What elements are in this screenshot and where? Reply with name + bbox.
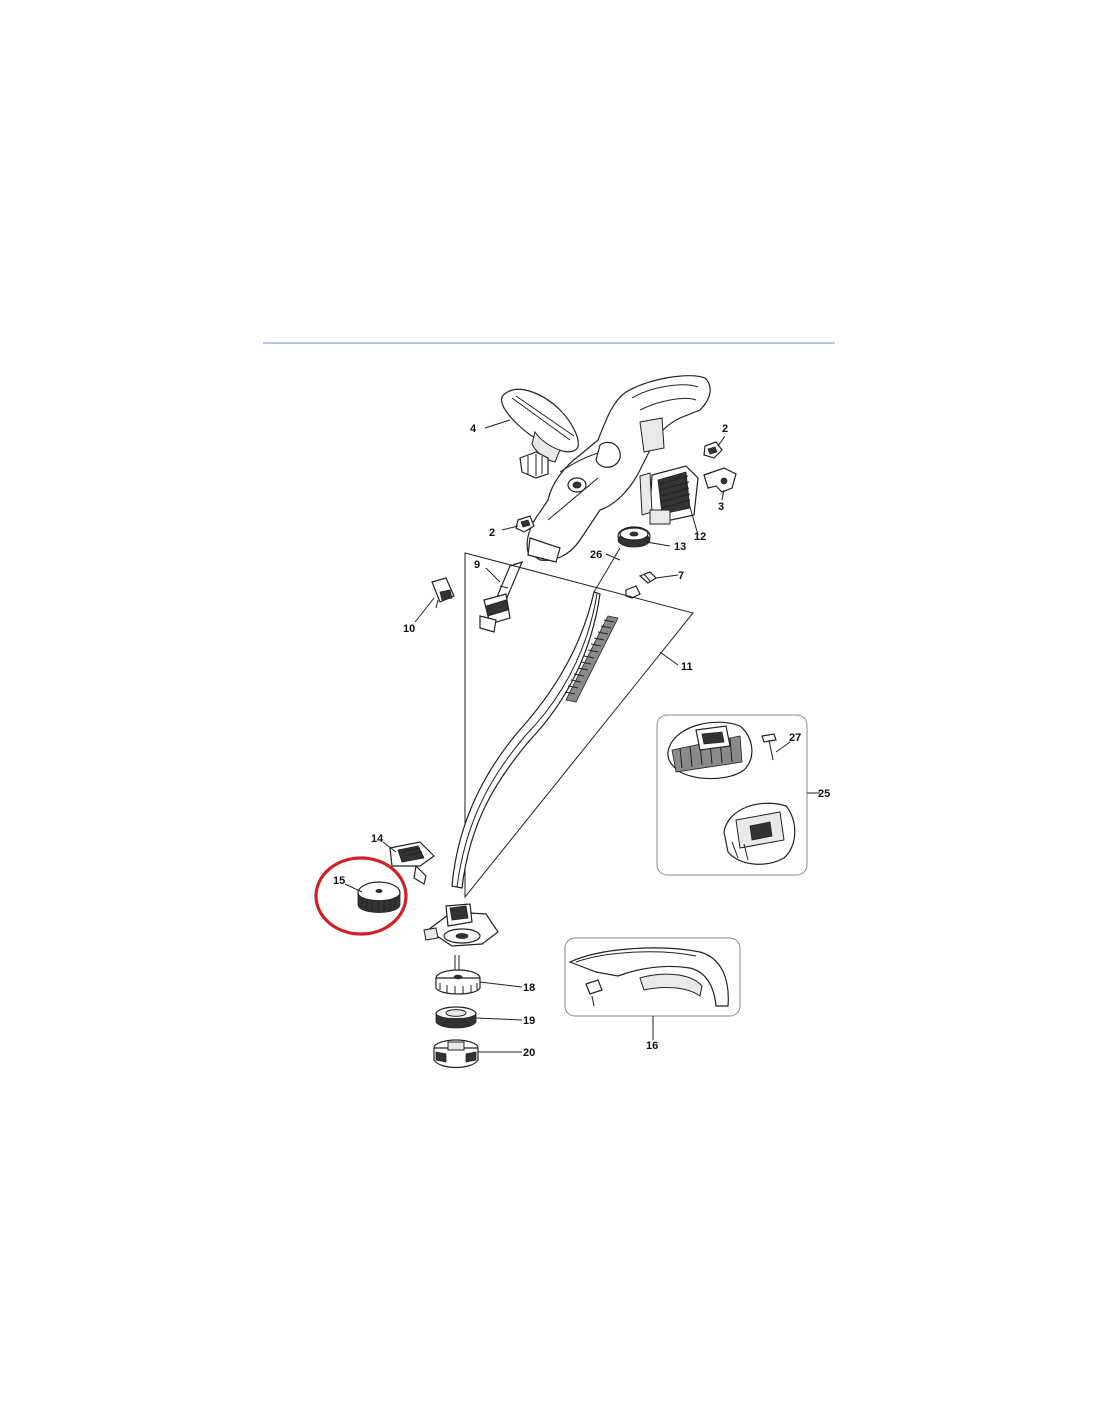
part-20-spool-cap <box>433 1039 479 1069</box>
part-10-lock-button <box>431 577 455 609</box>
label-part-12: 12 <box>694 531 706 543</box>
label-part-14: 14 <box>371 833 384 845</box>
label-part-4: 4 <box>470 423 477 435</box>
part-19-spool <box>435 1006 477 1029</box>
switch-knob <box>519 451 549 479</box>
label-part-26: 26 <box>590 549 602 561</box>
part-15-highlight-circle <box>314 856 408 936</box>
label-part-18: 18 <box>523 982 535 994</box>
inner-tube <box>451 591 601 889</box>
part-14-edge-guide <box>389 841 435 885</box>
part-2-lower-clip <box>515 515 535 533</box>
part-26-shaft-rod <box>593 547 621 593</box>
part-15-wheel <box>357 881 401 913</box>
part-4-auxiliary-handle <box>500 388 579 463</box>
part-25-inset-box <box>656 714 808 876</box>
part-18-spool-cover <box>435 955 481 995</box>
part-16-inset-box <box>564 937 741 1017</box>
part-2-upper-clip <box>703 441 723 459</box>
part-9-height-adjust <box>479 561 524 633</box>
part-12-motor <box>639 465 699 525</box>
cable-bundle <box>564 615 619 703</box>
label-part-27: 27 <box>789 732 801 744</box>
part-13-gear <box>617 526 651 548</box>
part-3-switch-lever <box>703 467 737 493</box>
main-housing-body <box>526 375 711 563</box>
label-part-11: 11 <box>681 661 693 673</box>
label-part-10: 10 <box>403 623 415 635</box>
label-part-2-upper: 2 <box>722 423 728 435</box>
part-11-shaft-outline <box>464 552 694 899</box>
head-housing <box>423 903 499 947</box>
label-part-19: 19 <box>523 1015 535 1027</box>
leader-lines <box>344 419 820 1053</box>
label-part-3: 3 <box>718 501 724 513</box>
label-part-25: 25 <box>818 788 830 800</box>
label-part-7: 7 <box>678 570 684 582</box>
part-number-labels: 4 2 3 2 12 13 26 7 9 10 11 27 25 14 15 1… <box>333 423 830 1059</box>
label-part-16: 16 <box>646 1040 658 1052</box>
part-7-small-pieces <box>625 571 657 599</box>
label-part-9: 9 <box>474 559 480 571</box>
header-divider <box>263 342 835 344</box>
label-part-13: 13 <box>674 541 686 553</box>
label-part-15: 15 <box>333 875 345 887</box>
label-part-2-lower: 2 <box>489 527 495 539</box>
label-part-20: 20 <box>523 1047 535 1059</box>
